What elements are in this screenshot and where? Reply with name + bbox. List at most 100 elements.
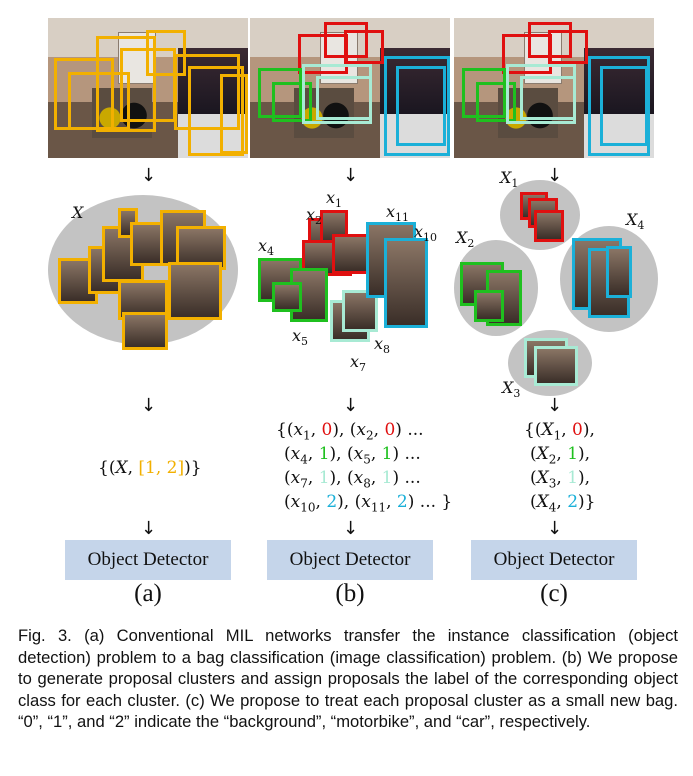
class-label-value: 0 xyxy=(321,420,333,440)
bag-x2-instance xyxy=(474,290,504,322)
class-label-value: [1, 2] xyxy=(138,458,185,478)
formula-token: {( xyxy=(98,458,116,478)
flow-arrow: ↓ xyxy=(141,165,157,186)
flow-arrow: ↓ xyxy=(343,518,359,539)
panel-label-c: (c) xyxy=(540,580,568,607)
formula-token: ) ... xyxy=(392,468,421,488)
bag-x4-instance xyxy=(606,246,632,298)
formula-token: ) ... xyxy=(395,420,424,440)
formula-token: ), xyxy=(578,468,591,488)
formula-token: ( xyxy=(284,444,291,464)
proposal-box xyxy=(174,54,240,130)
formula-token: ), ( xyxy=(337,492,362,512)
class-label-value: 1 xyxy=(567,444,579,464)
formula-subscript: 5 xyxy=(363,452,371,467)
formula-token: , xyxy=(307,468,319,488)
formula-token: , xyxy=(127,458,139,478)
formula-token: ( xyxy=(530,444,537,464)
object-detector-c: Object Detector xyxy=(471,540,637,580)
flow-arrow: ↓ xyxy=(547,165,563,186)
instance-label-x7: x7 xyxy=(350,352,367,375)
formula-token: , xyxy=(556,492,568,512)
object-detector-a: Object Detector xyxy=(65,540,231,580)
bag-formula-line: (X3, 1), xyxy=(530,468,590,490)
formula-token: x xyxy=(361,492,371,512)
class-label-value: 1 xyxy=(381,444,393,464)
bag-label: X xyxy=(72,203,84,222)
panel-b: ↓ x1 x2 x4 x5 x7 x8 x10 x11 ↓ {(x1, 0), … xyxy=(250,0,452,615)
instance-label-x11: x11 xyxy=(386,202,410,225)
class-label-value: 2 xyxy=(396,492,408,512)
formula-token: , xyxy=(307,444,319,464)
formula-token: )} xyxy=(184,458,202,478)
formula-token: ), ( xyxy=(329,468,354,488)
formula-token: , xyxy=(556,444,568,464)
instance-label-formula-line: {(x1, 0), (x2, 0) ... xyxy=(276,420,424,442)
bag-label-x3: X3 xyxy=(502,378,521,401)
instance-label-x8: x8 xyxy=(374,334,391,357)
formula-token: X xyxy=(115,458,128,478)
flow-arrow: ↓ xyxy=(343,395,359,416)
flow-arrow: ↓ xyxy=(141,395,157,416)
formula-token: x xyxy=(290,468,301,488)
class-label-value: 0 xyxy=(572,420,583,440)
object-detector-b: Object Detector xyxy=(267,540,433,580)
formula-token: x xyxy=(290,444,301,464)
bag-label-x2: X2 xyxy=(456,228,475,251)
formula-token: ( xyxy=(530,468,537,488)
formula-token: x xyxy=(353,444,364,464)
formula-token: , xyxy=(310,420,322,440)
instance xyxy=(272,282,302,312)
class-label-value: 2 xyxy=(567,492,579,512)
formula-token: , xyxy=(370,444,382,464)
formula-token: , xyxy=(561,420,573,440)
formula-subscript: 2 xyxy=(366,428,374,443)
flow-arrow: ↓ xyxy=(141,518,157,539)
formula-token: x xyxy=(353,468,364,488)
instance-label-x5: x5 xyxy=(292,326,309,349)
instance-label-formula-line: (x10, 2), (x11, 2) ... } xyxy=(284,492,452,514)
panel-c: ↓ X1 X2 X3 X4 ↓ {(X1, 0), (X2, 1), (X3, … xyxy=(454,0,658,615)
formula-subscript: 7 xyxy=(300,476,308,491)
formula-token: , xyxy=(373,420,385,440)
proposal-box-background xyxy=(344,30,384,64)
input-photo-b xyxy=(250,18,450,158)
proposal-box-car xyxy=(396,66,446,146)
instance-label-x10: x10 xyxy=(414,222,438,245)
formula-token: , xyxy=(370,468,382,488)
formula-subscript: 11 xyxy=(370,500,387,515)
formula-token: , xyxy=(386,492,397,512)
proposal-box-car xyxy=(588,56,650,156)
formula-token: x xyxy=(356,420,366,440)
bag-formula-line: (X4, 2)} xyxy=(530,492,595,514)
formula-token: )} xyxy=(578,492,596,512)
panel-a: ↓ X ↓ {(X, [1, 2])} ↓ xyxy=(48,0,248,615)
class-label-value: 1 xyxy=(567,468,579,488)
formula-token: ) ... xyxy=(392,444,421,464)
formula-token: X xyxy=(536,492,549,512)
formula-token: ), ( xyxy=(332,420,357,440)
formula-token: , xyxy=(315,492,327,512)
bag-x1-instance xyxy=(534,210,564,242)
bag-label-x4: X4 xyxy=(626,210,645,233)
bag-label-x1: X1 xyxy=(500,168,519,191)
class-label-value: 1 xyxy=(318,468,330,488)
proposal-box-motorbike xyxy=(272,82,312,122)
formula-subscript: 2 xyxy=(548,452,557,467)
class-label-value: 1 xyxy=(318,444,330,464)
formula-token: ) ... } xyxy=(407,492,453,512)
bag-formula-line: (X2, 1), xyxy=(530,444,590,466)
formula-token: ( xyxy=(284,492,291,512)
panel-label-a: (a) xyxy=(134,580,162,607)
formula-subscript: 1 xyxy=(553,428,562,443)
flow-arrow: ↓ xyxy=(547,395,563,416)
formula-token: , xyxy=(556,468,568,488)
proposal-box xyxy=(96,36,156,132)
formula-token: X xyxy=(536,444,549,464)
formula-token: X xyxy=(536,468,549,488)
instance-label-x1: x1 xyxy=(326,188,343,211)
instance-label-formula-line: (x7, 1), (x8, 1) ... xyxy=(284,468,421,490)
instance-label-formula-line: (x4, 1), (x5, 1) ... xyxy=(284,444,421,466)
instance-label-x4: x4 xyxy=(258,236,275,259)
formula-subscript: 4 xyxy=(300,452,308,467)
